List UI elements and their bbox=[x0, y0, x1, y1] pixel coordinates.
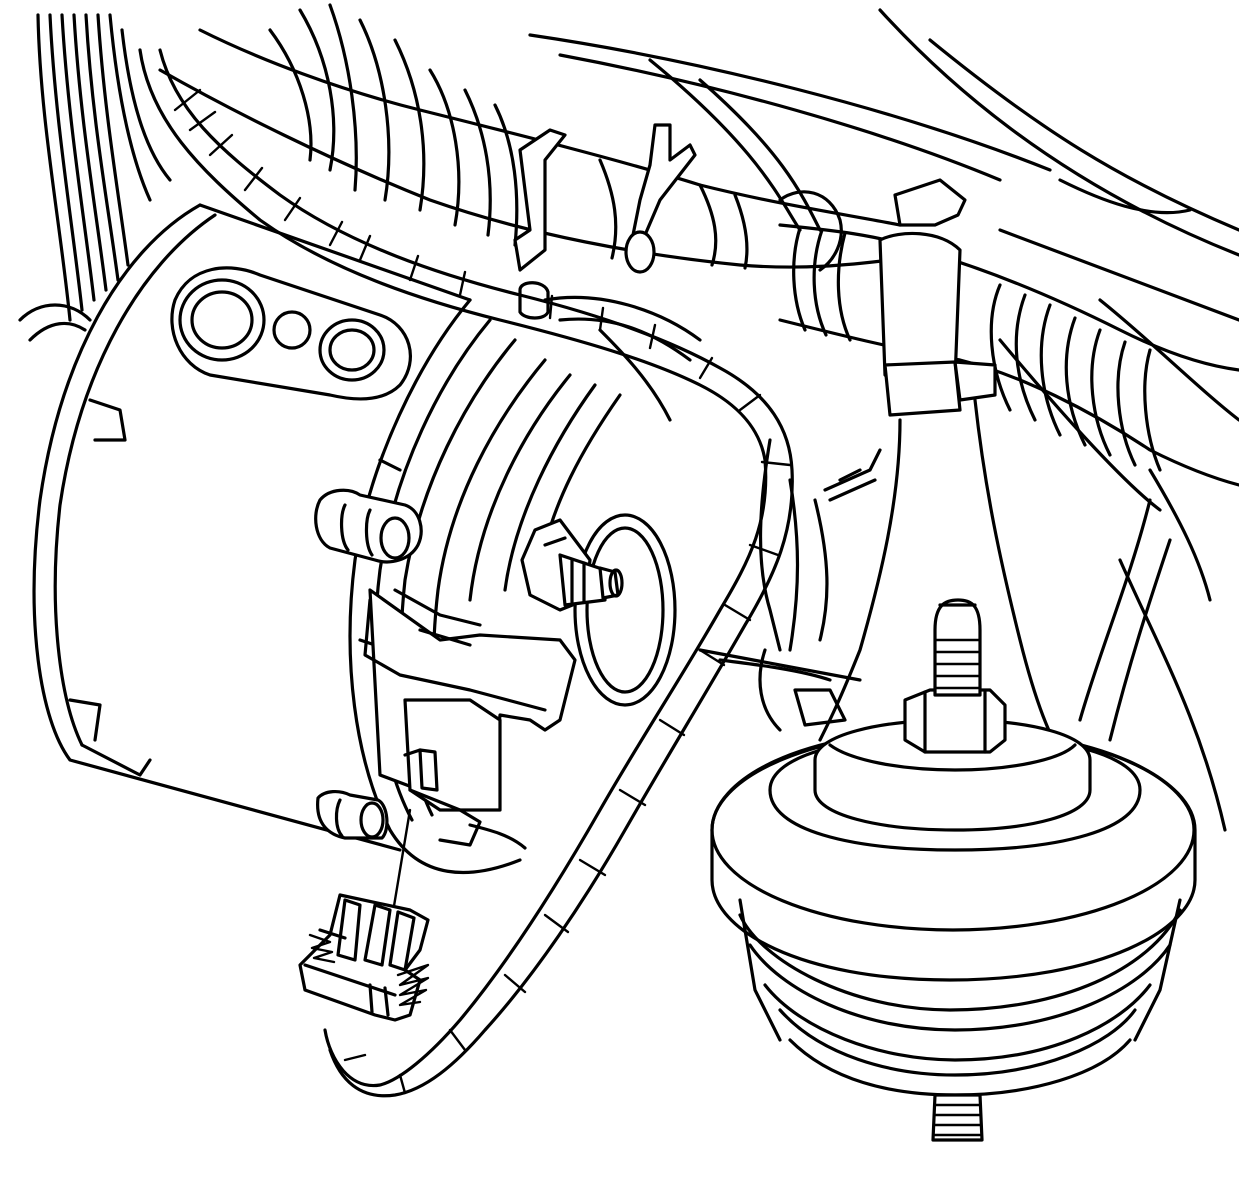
through-bolt-upper bbox=[316, 490, 421, 562]
drive-belt bbox=[20, 15, 170, 340]
generator-mounting-boss bbox=[172, 268, 548, 399]
harness-clip-middle bbox=[626, 125, 695, 272]
harness-connector-plug bbox=[300, 895, 428, 1020]
engine-mount bbox=[712, 600, 1195, 1140]
background-frame-lines bbox=[530, 10, 1239, 830]
battery-terminal-stud bbox=[522, 515, 675, 705]
upper-wiring-harness bbox=[160, 5, 1239, 485]
generator-connector-housing bbox=[365, 590, 575, 845]
harness-clip-right bbox=[880, 180, 995, 415]
harness-clip-left bbox=[515, 130, 565, 270]
through-bolt-lower bbox=[318, 792, 387, 838]
generator-wire-loop bbox=[140, 50, 792, 1096]
